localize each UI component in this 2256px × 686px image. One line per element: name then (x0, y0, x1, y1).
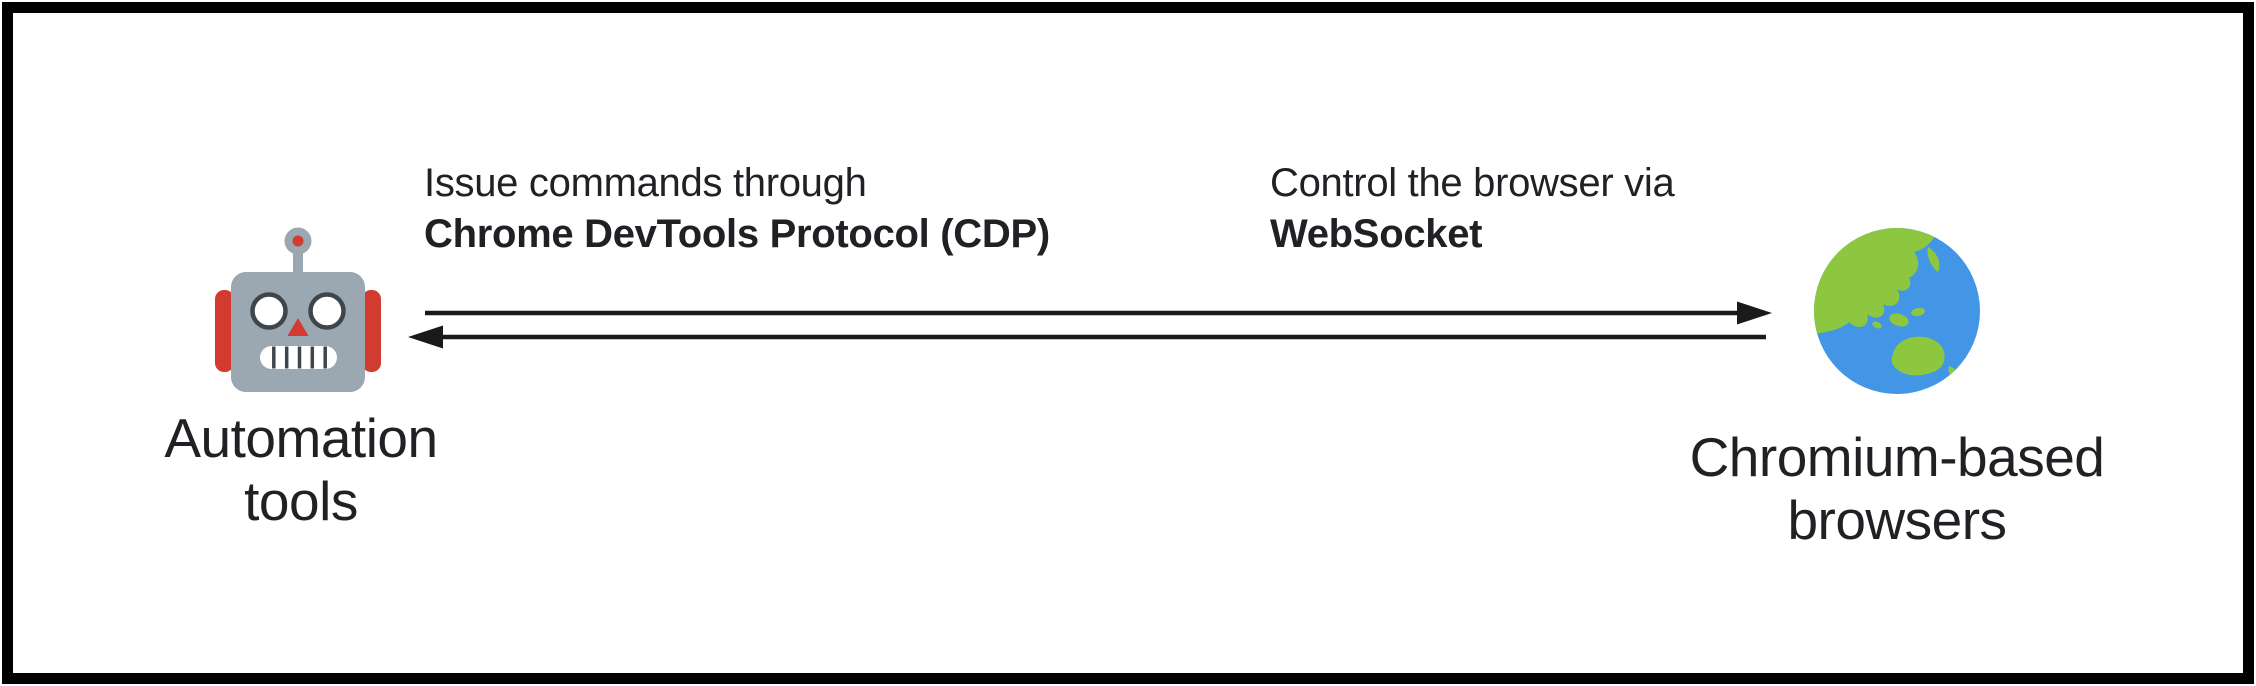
websocket-annotation-line2: WebSocket (1270, 212, 1483, 256)
cdp-annotation-line1: Issue commands through (424, 161, 867, 205)
robot-nose (287, 318, 309, 336)
left-arrow (408, 325, 1766, 349)
cdp-annotation-line2: Chrome DevTools Protocol (CDP) (424, 212, 1050, 256)
cdp-annotation: Issue commands through Chrome DevTools P… (424, 158, 1050, 260)
robot-antenna-dot (292, 235, 304, 247)
websocket-annotation-line1: Control the browser via (1270, 161, 1675, 205)
right-node-label-line2: browsers (1787, 489, 2007, 551)
robot-left-eye (250, 292, 288, 330)
robot-teeth (272, 346, 327, 369)
left-node-label-line2: tools (244, 470, 358, 532)
left-node-label-line1: Automation (164, 407, 438, 469)
left-arrowhead-icon (408, 325, 443, 349)
right-node-label: Chromium-based browsers (1597, 426, 2197, 552)
robot-left-ear (215, 290, 234, 372)
left-node-label: Automation tools (51, 407, 551, 533)
robot-icon (215, 227, 381, 392)
right-arrow (425, 301, 1772, 325)
robot-right-ear (362, 290, 381, 372)
robot-right-eye (308, 292, 346, 330)
websocket-annotation: Control the browser via WebSocket (1270, 158, 1675, 260)
connection-arrows (408, 301, 1772, 349)
robot-antenna-stem (293, 244, 303, 288)
right-arrowhead-icon (1737, 301, 1772, 325)
globe-icon (1814, 228, 1980, 394)
right-node-label-line1: Chromium-based (1689, 426, 2105, 488)
